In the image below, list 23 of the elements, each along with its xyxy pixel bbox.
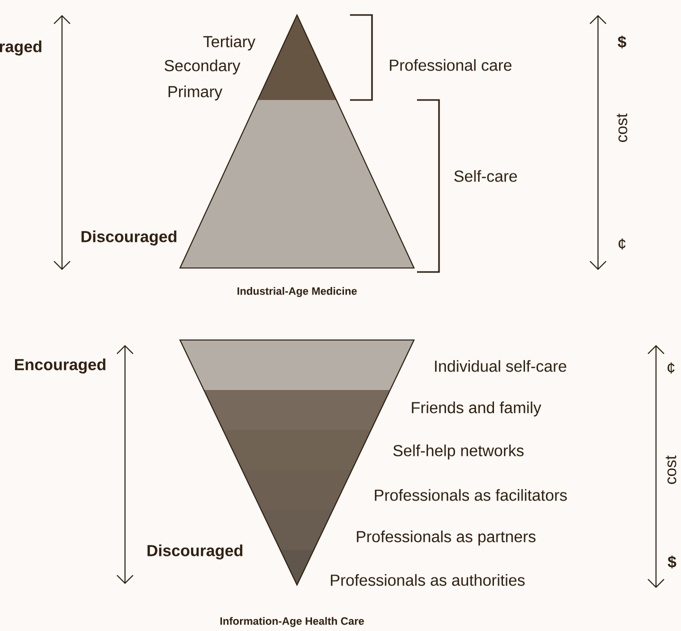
level-label: cost [616, 113, 628, 142]
level-label: Tertiary [203, 36, 256, 50]
diagram-caption: Information-Age Health Care [220, 617, 364, 627]
level-label: ¢ [618, 238, 626, 250]
diagram-caption: Industrial-Age Medicine [238, 287, 357, 297]
level-label: Professionals as partners [356, 530, 536, 546]
axis-end-label: $ [668, 555, 676, 569]
axis-end-label: Discouraged [148, 544, 242, 560]
axis-end-label: Encouraged [15, 358, 106, 374]
level-label: Self-care [454, 170, 517, 182]
level-label: Primary [168, 86, 222, 100]
level-label: ¢ [668, 362, 674, 374]
level-label: Professionals as facilitators [374, 489, 567, 501]
level-label: Individual self-care [435, 360, 566, 372]
level-label: Secondary [164, 60, 240, 74]
level-label: cost [666, 455, 676, 484]
axis-end-label: $ [618, 35, 626, 49]
axis-end-label: Discouraged [82, 230, 176, 246]
axis-end-label: raged [0, 40, 42, 56]
level-label: Professional care [390, 59, 512, 71]
level-label: Friends and family [412, 402, 542, 416]
level-label: Self-help networks [393, 444, 524, 460]
level-label: Professionals as authorities [330, 574, 525, 586]
